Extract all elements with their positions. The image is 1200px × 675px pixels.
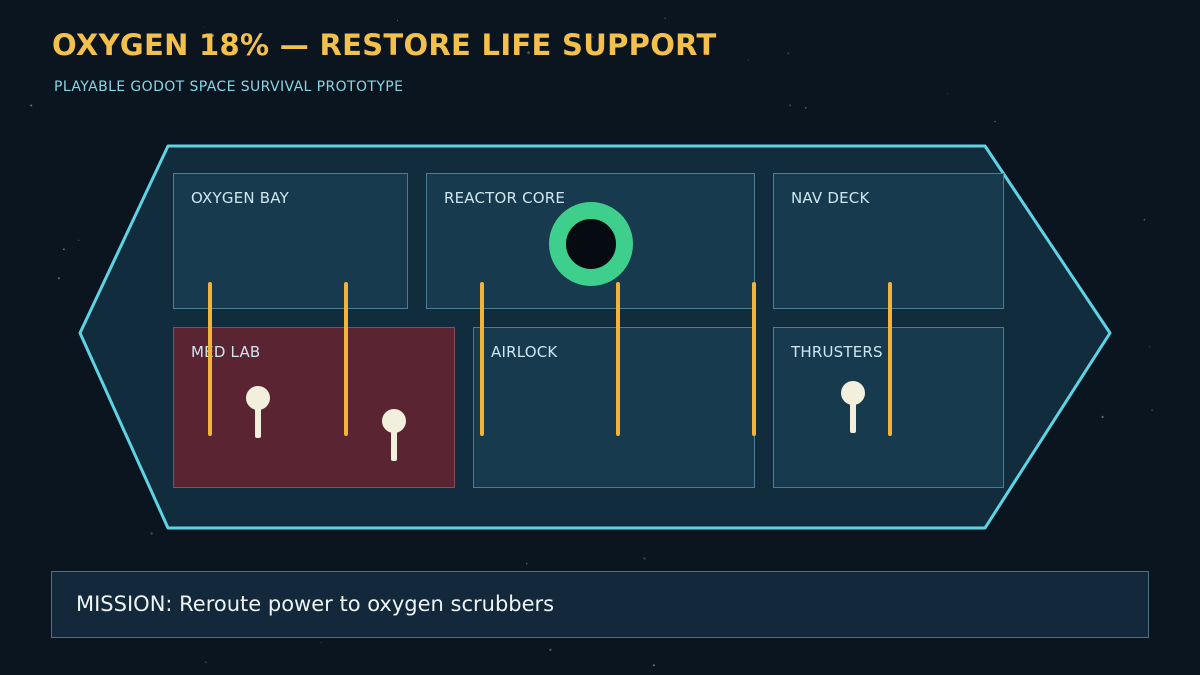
star (320, 642, 322, 644)
room-label: MED LAB (191, 343, 261, 361)
room-oxygen-bay[interactable]: OXYGEN BAY (173, 173, 408, 309)
mission-panel: MISSION: Reroute power to oxygen scrubbe… (51, 571, 1149, 638)
star (946, 92, 949, 95)
game-subtitle: PLAYABLE GODOT SPACE SURVIVAL PROTOTYPE (54, 79, 404, 95)
crew-body (850, 399, 856, 433)
star (203, 26, 205, 28)
room-label: THRUSTERS (791, 343, 883, 361)
star (63, 248, 65, 251)
star (57, 277, 61, 280)
power-conduit[interactable] (480, 282, 484, 436)
power-conduit[interactable] (344, 282, 348, 436)
star (30, 104, 33, 107)
room-label: REACTOR CORE (444, 189, 566, 207)
star (787, 52, 790, 55)
power-conduit[interactable] (208, 282, 212, 436)
star (643, 557, 646, 560)
star (211, 34, 214, 37)
room-label: NAV DECK (791, 189, 870, 207)
star (788, 104, 792, 107)
power-conduit[interactable] (752, 282, 756, 436)
star (1151, 409, 1153, 411)
star (527, 51, 530, 54)
oxygen-status-title: OXYGEN 18% — RESTORE LIFE SUPPORT (52, 28, 717, 62)
star (994, 120, 996, 123)
star (549, 648, 552, 652)
star (804, 106, 807, 109)
player-ring[interactable] (549, 202, 633, 286)
star (592, 36, 594, 38)
crew-body (391, 427, 397, 461)
star (652, 664, 655, 667)
star (204, 661, 207, 664)
room-label: AIRLOCK (491, 343, 558, 361)
room-med-lab[interactable]: MED LAB (173, 327, 455, 488)
crew-member[interactable] (246, 386, 270, 438)
star (1149, 346, 1151, 348)
star (1143, 218, 1146, 221)
star (664, 17, 666, 19)
room-label: OXYGEN BAY (191, 189, 289, 207)
mission-text: MISSION: Reroute power to oxygen scrubbe… (76, 592, 555, 616)
star (396, 19, 398, 21)
room-airlock[interactable]: AIRLOCK (473, 327, 755, 488)
star (747, 59, 750, 61)
power-conduit[interactable] (616, 282, 620, 436)
star (78, 239, 80, 241)
crew-member[interactable] (841, 381, 865, 433)
star (150, 532, 153, 535)
crew-member[interactable] (382, 409, 406, 461)
star (1101, 415, 1104, 419)
power-conduit[interactable] (888, 282, 892, 436)
star (525, 562, 528, 565)
crew-body (255, 404, 261, 438)
